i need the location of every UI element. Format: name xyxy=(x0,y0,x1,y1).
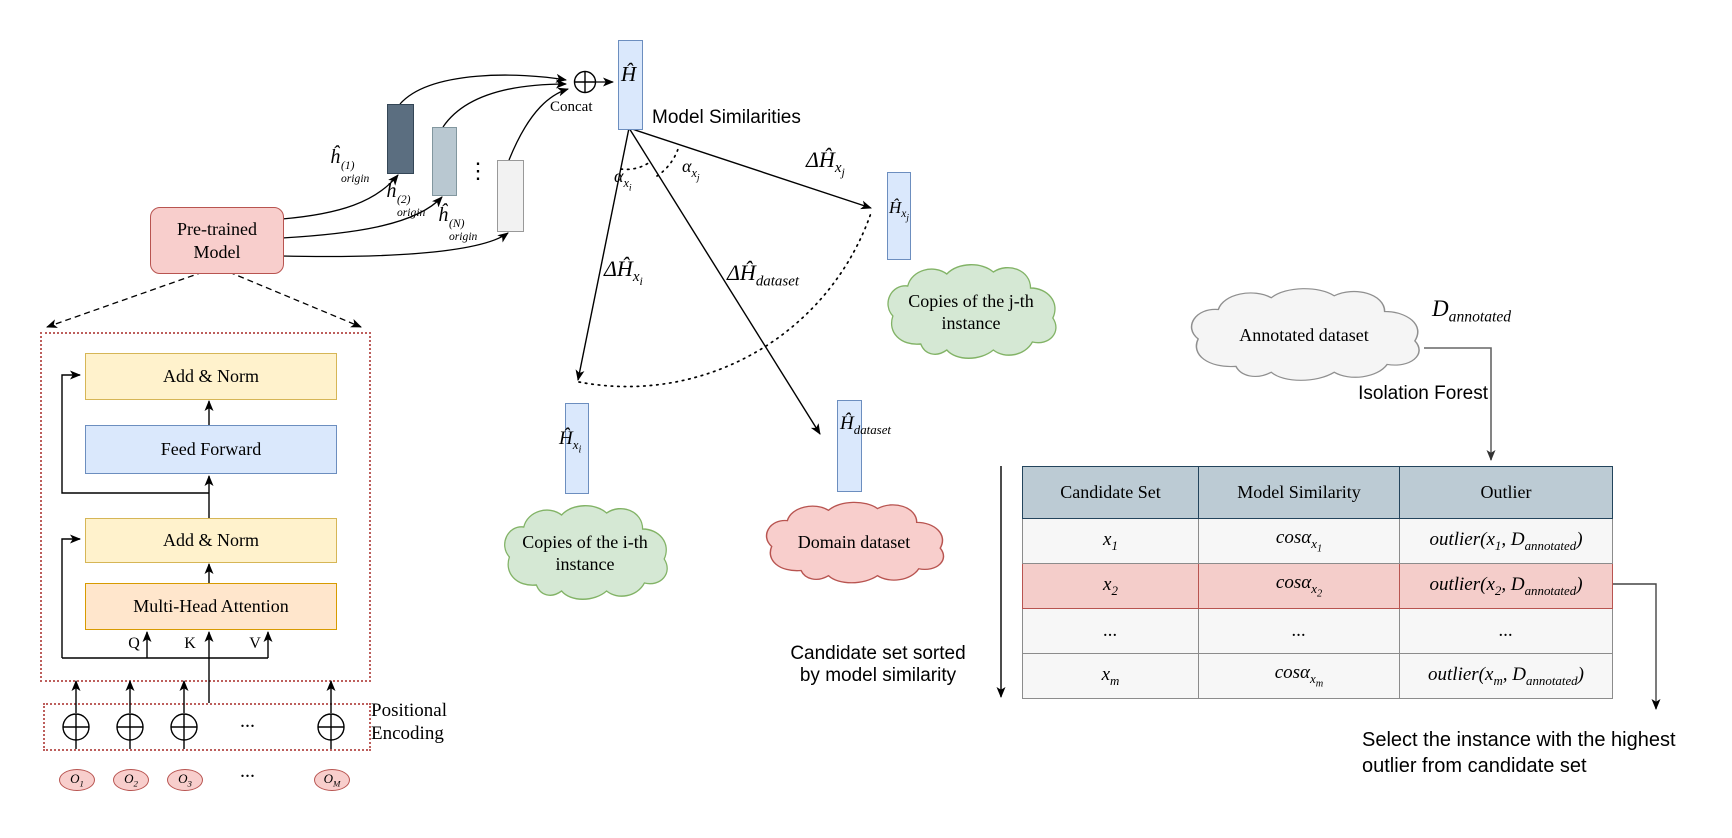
input-token-o2: O2 xyxy=(113,769,149,791)
bars-vertical-ellipsis: ⋮ xyxy=(467,158,489,183)
positional-encoding-label: Positional Encoding xyxy=(371,700,448,744)
selected-row-connector xyxy=(1613,583,1661,710)
d-annotated-label: Dannotated xyxy=(1432,296,1512,326)
delta-h-xi-label: ΔĤxi xyxy=(604,256,643,289)
candidate-table: Candidate Set Model Similarity Outlier x… xyxy=(1022,466,1613,699)
h-concat-label: Ĥ xyxy=(621,62,637,86)
cloud-copies-jth-label: Copies of the j-th instance xyxy=(908,291,1034,333)
h-dataset-label: Ĥdataset xyxy=(840,413,892,437)
col-model-similarity: Model Similarity xyxy=(1198,466,1400,519)
hidden-bar-N xyxy=(497,160,524,232)
cloud-domain-label: Domain dataset xyxy=(797,532,911,552)
h-xi-label: Ĥxi xyxy=(559,428,582,456)
inputs-ellipsis: ... xyxy=(240,760,255,782)
hidden-bar-2 xyxy=(432,127,457,196)
concat-label: Concat xyxy=(550,99,593,115)
transformer-block-frame xyxy=(40,332,371,682)
feed-forward-box: Feed Forward xyxy=(85,425,337,474)
h-dataset-bar xyxy=(837,400,862,492)
input-token-oM: OM xyxy=(314,769,350,791)
delta-h-dataset-label: ΔĤdataset xyxy=(727,260,800,290)
table-row-selected: x2 cosαx2 outlier(x2, Dannotated) xyxy=(1022,563,1613,609)
h-xi-bar xyxy=(565,403,589,494)
add-norm-top-box: Add & Norm xyxy=(85,353,337,400)
cloud-copies-ith-label: Copies of the i-th instance xyxy=(522,532,648,574)
add-norm-bottom-box: Add & Norm xyxy=(85,518,337,563)
model-similarities-title: Model Similarities xyxy=(652,107,801,128)
pretrained-model-box: Pre-trained Model xyxy=(150,207,284,274)
alpha-xi-label: αxi xyxy=(614,166,632,194)
multi-head-attention-box: Multi-Head Attention xyxy=(85,583,337,630)
col-outlier: Outlier xyxy=(1399,466,1613,519)
v-label: V xyxy=(249,635,261,652)
table-row: ... ... ... xyxy=(1022,608,1613,654)
h-origin-N-label: ĥ(N)origin xyxy=(438,204,478,244)
positional-encoding-frame xyxy=(43,703,371,751)
sorted-caption: Candidate set sorted by model similarity xyxy=(790,643,966,686)
h-origin-2-label: ĥ(2)origin xyxy=(386,180,426,220)
input-token-o3: O3 xyxy=(167,769,203,791)
select-caption: Select the instance with the highest out… xyxy=(1362,729,1676,777)
circles-ellipsis: ... xyxy=(240,710,255,732)
expansion-dashed-lines xyxy=(46,271,362,328)
col-candidate-set: Candidate Set xyxy=(1022,466,1199,519)
concat-plus-icon xyxy=(573,70,597,94)
k-label: K xyxy=(184,635,196,652)
cloud-annotated-label: Annotated dataset xyxy=(1239,325,1369,345)
h-origin-1-label: ĥ(1)origin xyxy=(330,146,370,186)
alpha-xj-label: αxj xyxy=(682,156,700,184)
input-token-o1: O1 xyxy=(59,769,95,791)
hidden-bar-1 xyxy=(387,104,414,174)
table-header-row: Candidate Set Model Similarity Outlier xyxy=(1022,466,1613,519)
h-xj-bar xyxy=(887,172,911,260)
table-row: xm cosαxm outlier(xm, Dannotated) xyxy=(1022,653,1613,699)
h-xj-label: Ĥxj xyxy=(889,198,909,223)
delta-h-xj-label: ΔĤxj xyxy=(806,147,845,180)
q-label: Q xyxy=(128,635,140,652)
isolation-forest-label: Isolation Forest xyxy=(1358,383,1488,404)
table-row: x1 cosαx1 outlier(x1, Dannotated) xyxy=(1022,518,1613,564)
